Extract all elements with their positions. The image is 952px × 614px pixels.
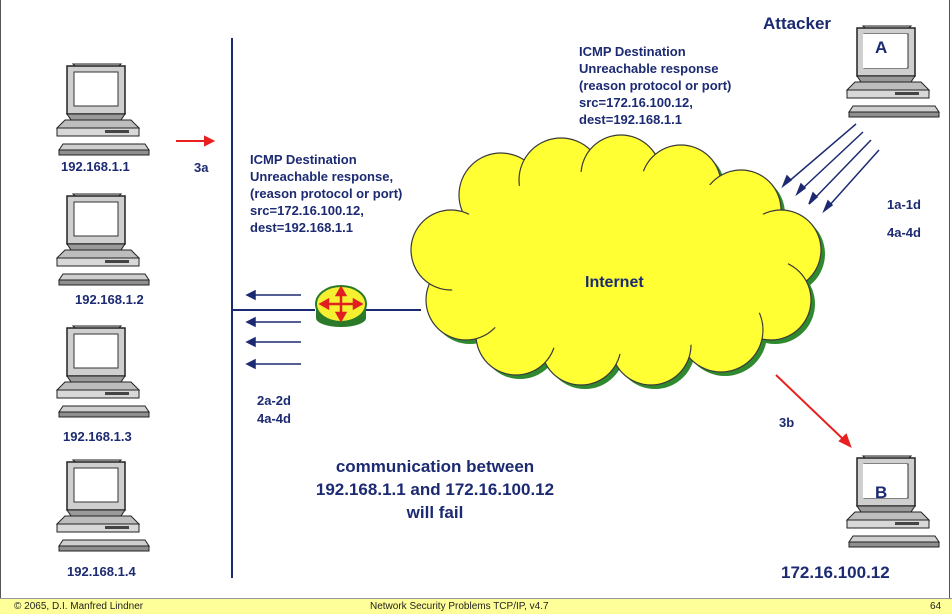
victim-box-label: B [875,483,888,502]
host-computer-icon-3 [56,325,150,418]
internet-cloud-icon [410,134,825,389]
victim-screen [863,464,907,498]
icmp-message-right: ICMP Destination Unreachable response (r… [579,44,732,127]
step-label-4a-4d-right: 4a-4d [887,225,921,240]
host-ip-label-3: 192.168.1.3 [63,429,132,444]
red-arrow-3a [176,135,216,147]
host-ip-label-4: 192.168.1.4 [67,564,136,579]
host-ip-label-2: 192.168.1.2 [75,292,144,307]
step-label-1a-1d: 1a-1d [887,197,921,212]
step-label-3b: 3b [779,415,795,430]
attack-arrows [781,123,880,214]
icmp-message-left: ICMP Destination Unreachable response, (… [250,152,403,235]
step-label-3a: 3a [194,160,209,175]
host-computer-icon-1 [56,63,150,156]
attacker-title: Attacker [763,14,832,33]
diagram-canvas [56,25,940,578]
footer-copyright: © 2065, D.I. Manfred Lindner [14,601,144,612]
step-label-4a-4d-left: 4a-4d [257,411,291,426]
footer-page-number: 64 [930,601,942,612]
response-arrows-left [245,289,301,370]
host-ip-label-1: 192.168.1.1 [61,159,130,174]
victim-ip-label: 172.16.100.12 [781,563,890,582]
footer-title: Network Security Problems TCP/IP, v4.7 [370,601,549,612]
host-computer-icon-2 [56,193,150,286]
attacker-box-label: A [875,38,888,57]
router-icon [315,285,367,327]
host-computer-icon-4 [56,459,150,552]
conclusion-text: communication between 192.168.1.1 and 17… [315,457,555,522]
attacker-screen [863,34,907,68]
footer-bar: © 2065, D.I. Manfred Lindner Network Sec… [0,598,952,614]
red-arrow-3b [775,374,852,449]
slide: 192.168.1.1 192.168.1.2 192.168.1.3 192.… [0,0,950,598]
step-label-2a-2d: 2a-2d [257,393,291,408]
internet-label: Internet [585,274,644,291]
